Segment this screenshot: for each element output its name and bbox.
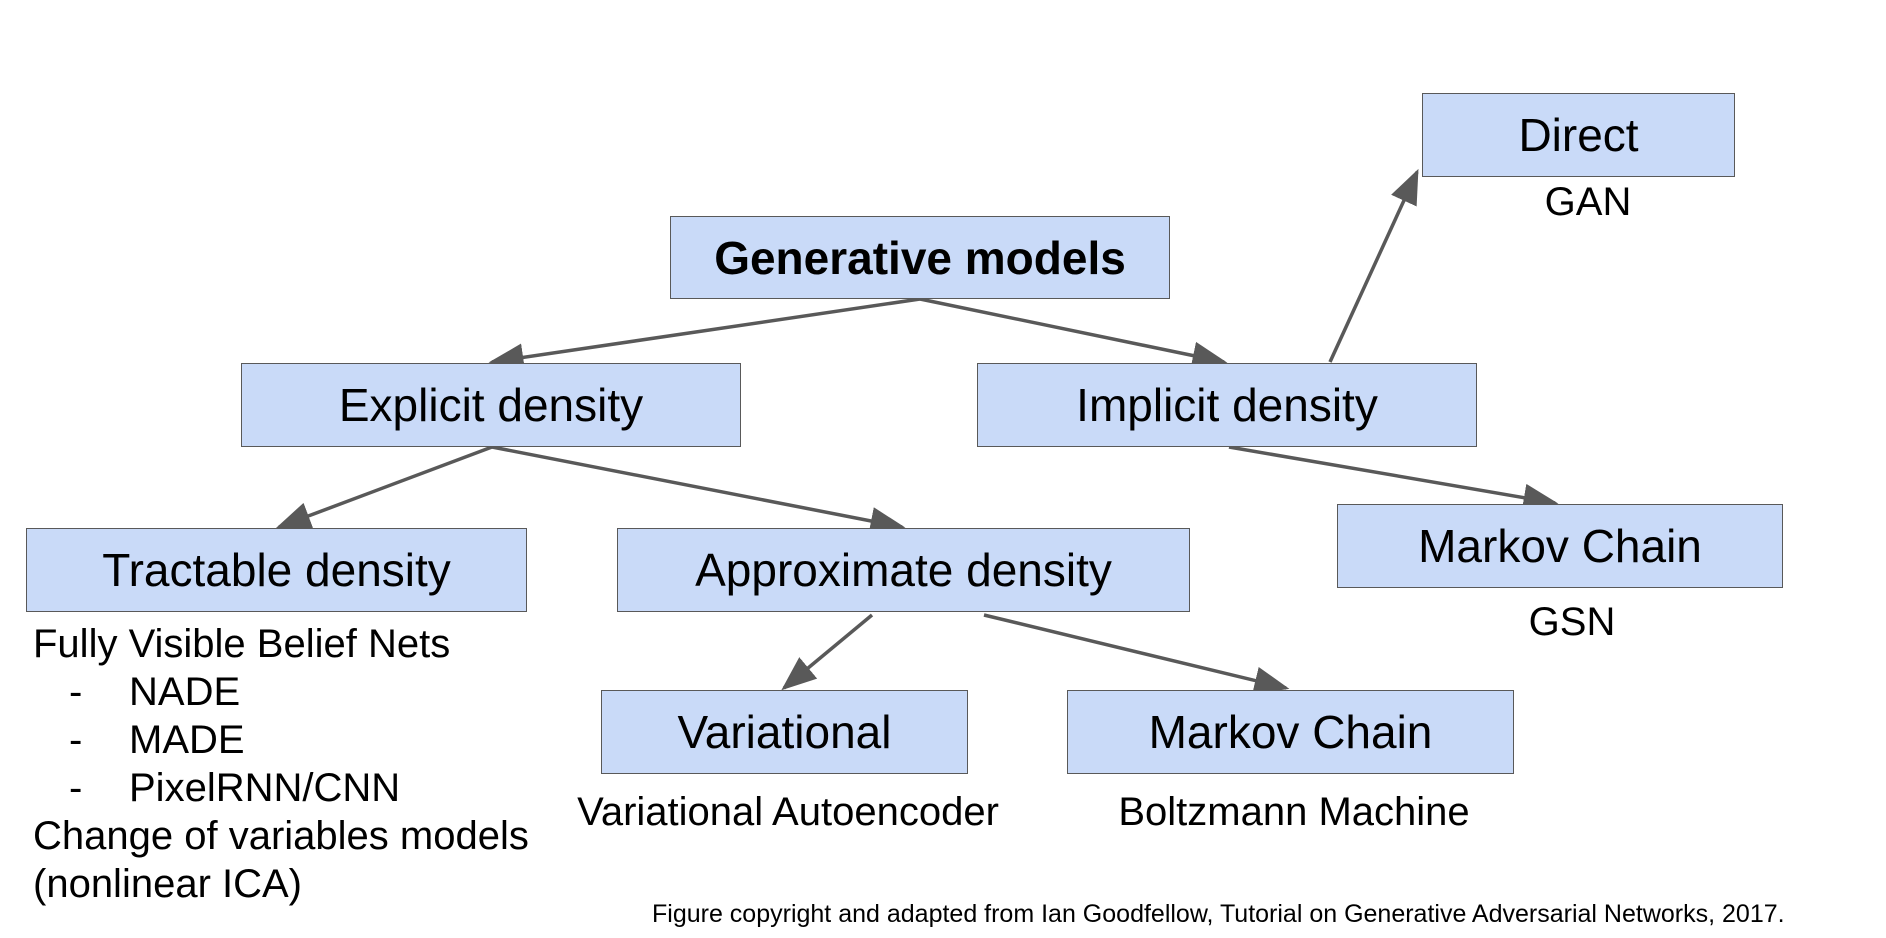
bullet-dash: - <box>69 766 83 810</box>
tractable-model-list: Fully Visible Belief Nets - NADE - MADE - P… <box>33 620 529 908</box>
list-item: - NADE <box>33 668 529 716</box>
bullet-dash: - <box>69 670 83 714</box>
arrow-explicit-to-approximate <box>491 445 906 535</box>
tractable-density-node: Tractable density <box>26 528 527 612</box>
list-item: - PixelRNN/CNN <box>33 764 529 812</box>
arrow-implicit-to-direct <box>1328 168 1419 363</box>
list-line: (nonlinear ICA) <box>33 862 303 906</box>
list-item-label: MADE <box>129 718 245 762</box>
generative-models-node: Generative models <box>670 216 1170 299</box>
gan-label: GAN <box>1544 180 1632 224</box>
direct-node: Direct <box>1422 93 1735 177</box>
approximate-density-node: Approximate density <box>617 528 1190 612</box>
variational-node: Variational <box>601 690 968 774</box>
markov-chain-implicit-node: Markov Chain <box>1337 504 1783 588</box>
explicit-density-node: Explicit density <box>241 363 741 447</box>
arrow-explicit-to-tractable <box>275 445 493 530</box>
list-heading: Fully Visible Belief Nets <box>33 622 451 666</box>
list-item: - MADE <box>33 716 529 764</box>
arrow-root-to-explicit <box>488 297 921 372</box>
markov-chain-approximate-node: Markov Chain <box>1067 690 1514 774</box>
list-item-label: NADE <box>129 670 241 714</box>
figure-caption: Figure copyright and adapted from Ian Go… <box>652 900 1785 928</box>
arrow-approximate-to-variational <box>781 613 874 691</box>
bullet-dash: - <box>69 718 83 762</box>
boltzmann-label: Boltzmann Machine <box>1118 790 1470 834</box>
arrow-root-to-implicit <box>919 297 1228 370</box>
implicit-density-node: Implicit density <box>977 363 1477 447</box>
gsn-label: GSN <box>1528 600 1616 644</box>
vae-label: Variational Autoencoder <box>577 790 999 834</box>
arrow-implicit-to-markov <box>1228 445 1559 512</box>
list-item-label: PixelRNN/CNN <box>129 766 401 810</box>
arrow-approximate-to-markov <box>983 613 1290 695</box>
list-line: Change of variables models <box>33 814 529 858</box>
